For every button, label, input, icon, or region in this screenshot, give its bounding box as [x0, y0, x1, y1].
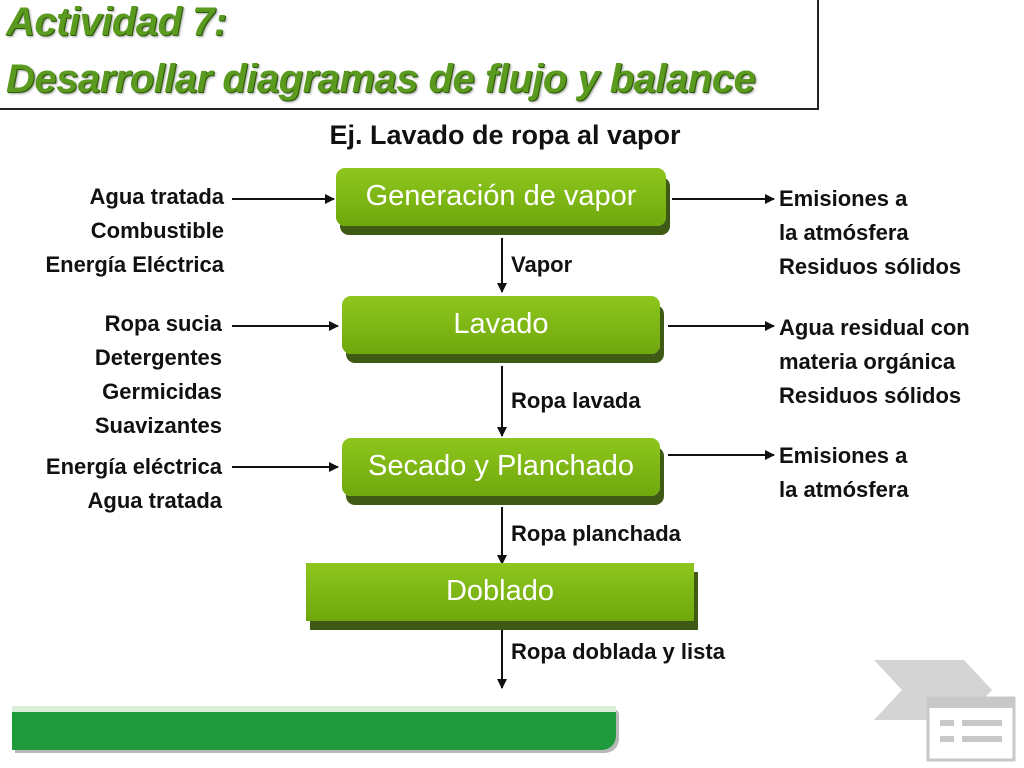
diagram-subtitle: Ej. Lavado de ropa al vapor [329, 120, 681, 150]
input-item: Suavizantes [94, 413, 222, 438]
inputs-generacion: Agua tratada Combustible Energía Eléctri… [45, 180, 224, 282]
inputs-lavado: Ropa sucia Detergentes Germicidas Suaviz… [95, 307, 222, 443]
input-item: Detergentes [94, 345, 222, 370]
output-item: Emisiones a [779, 443, 908, 468]
outputs-generacion: Emisiones a la atmósfera Residuos sólido… [779, 182, 961, 284]
output-item: la atmósfera [779, 477, 909, 502]
input-item: Ropa sucia [104, 311, 222, 336]
process-lavado: Lavado [342, 296, 660, 354]
output-item: Residuos sólidos [779, 383, 962, 408]
flow-label-ropa-planchada: Ropa planchada [511, 521, 681, 546]
input-item: Agua tratada [87, 488, 222, 513]
input-item: Agua tratada [89, 184, 224, 209]
output-item: Residuos sólidos [779, 254, 962, 279]
output-item: Agua residual con [779, 315, 970, 340]
flow-label-ropa-doblada: Ropa doblada y lista [511, 639, 725, 664]
input-item: Energía eléctrica [45, 454, 222, 479]
process-doblado: Doblado [306, 563, 694, 621]
outputs-lavado: Agua residual con materia orgánica Resid… [779, 311, 970, 413]
title-box: Actividad 7: Desarrollar diagramas de fl… [0, 0, 819, 110]
input-item: Germicidas [102, 379, 222, 404]
flow-label-vapor: Vapor [511, 252, 573, 277]
flow-label-ropa-lavada: Ropa lavada [511, 388, 641, 413]
inputs-secado: Energía eléctrica Agua tratada [46, 450, 222, 518]
process-secado-y-planchado: Secado y Planchado [342, 438, 660, 496]
output-item: la atmósfera [779, 220, 909, 245]
outputs-secado: Emisiones a la atmósfera [779, 439, 909, 507]
process-generacion-de-vapor: Generación de vapor [336, 168, 666, 226]
slide-title-line-1: Actividad 7: [6, 0, 227, 44]
output-item: Emisiones a [779, 186, 908, 211]
slide-title-line-2: Desarrollar diagramas de flujo y balance [6, 57, 756, 101]
input-item: Energía Eléctrica [45, 252, 224, 277]
slide-icon [874, 660, 1016, 762]
input-item: Combustible [90, 218, 224, 243]
output-item: materia orgánica [779, 349, 956, 374]
footer-bar [12, 706, 616, 750]
